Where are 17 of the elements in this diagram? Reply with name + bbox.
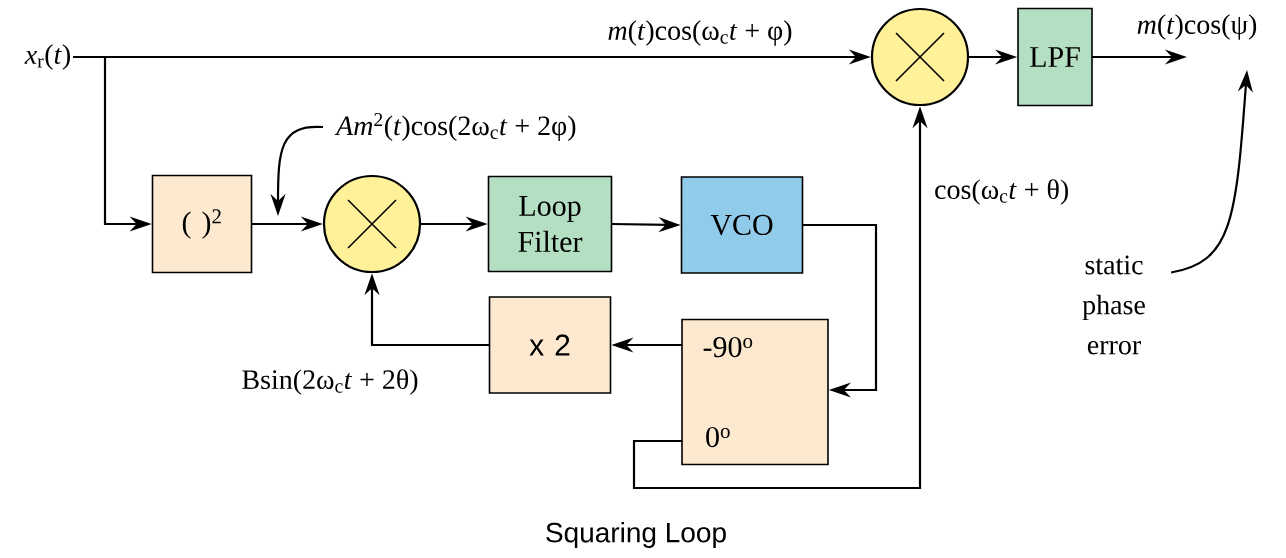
- arrow: [802, 223, 878, 398]
- doubler-box: x 2: [488, 296, 612, 394]
- phase-splitter-box: -90$^{o}$ 0$^{o}$: [681, 318, 829, 466]
- signal-label: Am$^{2}$(t)cos(2ω$_{c}$t + 2φ): [334, 113, 576, 141]
- multiplier-circle: [322, 174, 422, 274]
- edge-label: Bsin(2ω$_{c}$t + 2θ): [240, 368, 420, 396]
- vco-box: VCO: [680, 176, 804, 274]
- loop-filter-box: Loop Filter: [487, 175, 613, 273]
- multiplier-circle: [870, 7, 970, 107]
- lpf-box: LPF: [1017, 7, 1093, 107]
- caption: Squaring Loop: [546, 521, 726, 549]
- signal-label: x$_{r}$(t): [24, 44, 70, 70]
- edge-label: cos(ω$_{c}$t + θ): [933, 178, 1071, 206]
- squarer-box: ( )$^{2}$: [151, 174, 253, 274]
- annotation-text: static phase error: [1082, 255, 1145, 355]
- edge-label: m(t)cos(ω$_{c}$t + φ): [606, 19, 794, 47]
- edge-label: m(t)cos(ψ): [1135, 13, 1259, 41]
